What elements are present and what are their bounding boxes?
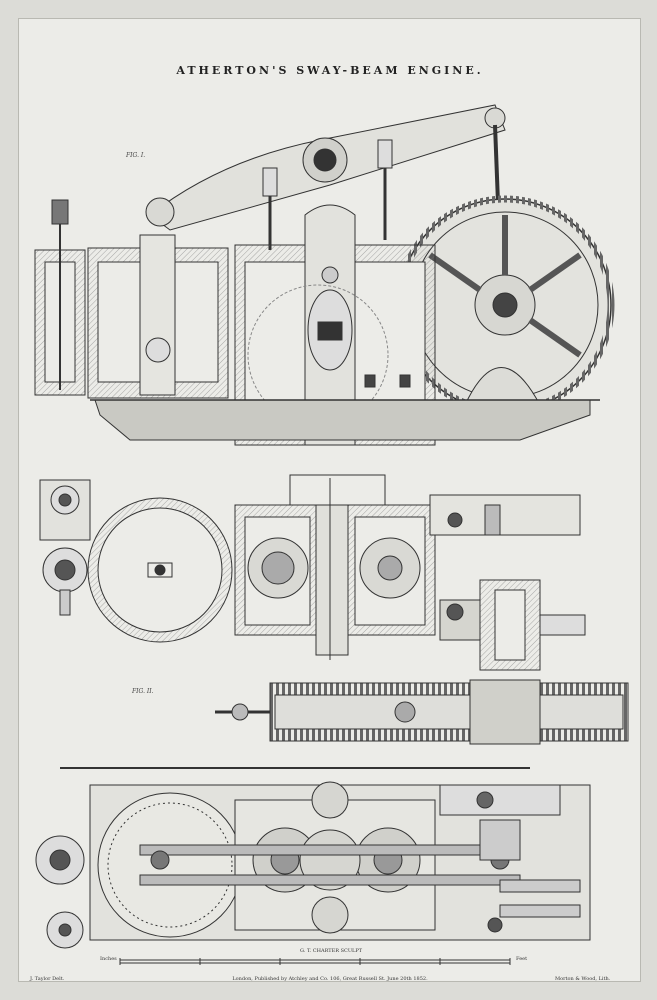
scale-label-right: Feet bbox=[516, 956, 528, 962]
lithographer-imprint: Morton & Wood, Lith. bbox=[555, 976, 611, 982]
fig2-plan-upper bbox=[39, 474, 586, 671]
fig1-elevation bbox=[34, 104, 615, 446]
fig2-plan-lower bbox=[35, 767, 591, 949]
scale-label-left: Inches bbox=[100, 956, 117, 962]
sculptor-credit: G. T. CHARTER SCULPT bbox=[300, 948, 363, 954]
draughtsman-imprint: J. Taylor Delt. bbox=[30, 976, 65, 982]
plate-title: ATHERTON'S SWAY-BEAM ENGINE. bbox=[176, 64, 484, 77]
publisher-imprint: London, Published by Atchley and Co. 106… bbox=[232, 976, 428, 982]
scale-bar bbox=[119, 958, 511, 965]
gear-rack bbox=[215, 679, 629, 745]
fig-1-label: FIG. I. bbox=[126, 152, 146, 159]
fig-2-label: FIG. II. bbox=[132, 688, 154, 695]
